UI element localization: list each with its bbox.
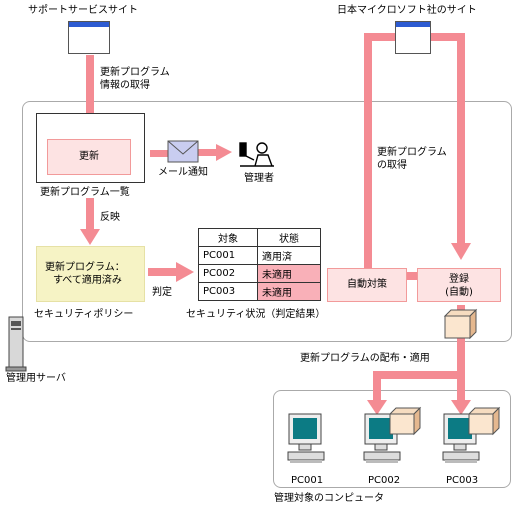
admin-icon	[239, 142, 274, 167]
pc001-label: PC001	[291, 475, 324, 486]
judge-label: 判定	[152, 287, 172, 298]
arrowhead-register	[451, 243, 471, 260]
policy-box-line-2: すべて適用済み	[53, 275, 122, 286]
register-label-2: (自動)	[445, 287, 473, 298]
arrowhead-reflect	[80, 229, 100, 245]
update-box: 更新	[47, 139, 131, 175]
mail-notify-label: メール通知	[158, 167, 208, 178]
get-update-info-label-2: 情報の取得	[100, 80, 150, 91]
target-computers-panel	[273, 390, 511, 488]
get-update-label-1: 更新プログラム	[377, 147, 447, 158]
table-row: PC002 未適用	[198, 264, 321, 283]
pc001-icon	[287, 413, 325, 463]
server-icon	[5, 316, 27, 372]
pc002-icon	[363, 406, 422, 463]
table-row: PC001 適用済	[198, 246, 321, 265]
reflect-label: 反映	[100, 212, 120, 223]
ms-site-window	[395, 21, 431, 54]
support-site-label: サポートサービスサイト	[28, 5, 138, 16]
security-policy-label: セキュリティポリシー	[34, 309, 134, 320]
security-policy-box: 更新プログラム： すべて適用済み	[36, 246, 145, 302]
header-target: 対象	[198, 228, 258, 247]
auto-action-box: 自動対策	[327, 268, 407, 302]
arrowhead-mail-to-admin	[216, 144, 232, 161]
management-server-panel	[22, 101, 512, 342]
arrowhead-judge	[176, 262, 194, 282]
distribution-label: 更新プログラムの配布・適用	[300, 353, 430, 364]
policy-box-line-1: 更新プログラム：	[45, 262, 125, 273]
pc003-label: PC003	[446, 475, 479, 486]
arrowhead-to-pc003	[451, 400, 471, 415]
table-row: PC003 未適用	[198, 282, 321, 301]
row-target: PC003	[198, 282, 258, 301]
security-status-label: セキュリティ状況（判定結果）	[186, 309, 326, 320]
auto-action-label: 自動対策	[347, 279, 387, 290]
get-update-label-2: の取得	[377, 160, 407, 171]
mgmt-server-label: 管理用サーバ	[6, 373, 66, 384]
row-target: PC002	[198, 264, 258, 283]
security-status-table: 対象 状態 PC001 適用済 PC002 未適用 PC003 未適用	[198, 228, 321, 301]
pc003-icon	[442, 406, 501, 463]
register-box: 登録 (自動)	[417, 268, 501, 302]
arrowhead-to-pc002	[367, 400, 387, 415]
arrow-support-to-update	[86, 55, 94, 123]
admin-label: 管理者	[244, 173, 274, 184]
pc002-label: PC002	[368, 475, 401, 486]
register-label-1: 登録	[449, 274, 469, 285]
header-state: 状態	[257, 228, 321, 247]
row-state: 未適用	[257, 264, 321, 283]
update-list-label: 更新プログラム一覧	[40, 187, 130, 198]
target-computers-label: 管理対象のコンピュータ	[274, 493, 384, 504]
mail-icon	[167, 140, 199, 163]
update-box-label: 更新	[79, 151, 99, 162]
get-update-info-label-1: 更新プログラム	[100, 67, 170, 78]
row-target: PC001	[198, 246, 258, 265]
ms-site-label: 日本マイクロソフト社のサイト	[337, 5, 477, 16]
support-site-window	[68, 21, 110, 54]
status-table-header: 対象 状態	[198, 228, 321, 247]
row-state: 未適用	[257, 282, 321, 301]
package-icon	[443, 308, 478, 340]
row-state: 適用済	[257, 246, 321, 265]
